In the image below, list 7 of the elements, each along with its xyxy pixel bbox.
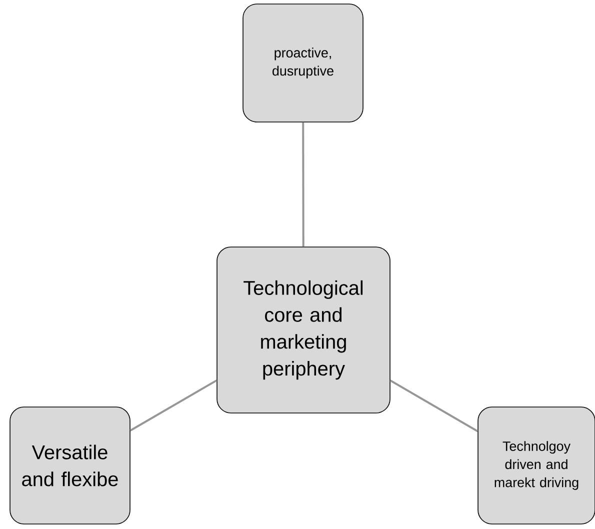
- rounded-box: Technolgoy driven and marekt driving: [478, 406, 595, 524]
- connector-line: [130, 380, 218, 432]
- rounded-box: Technological core and marketing periphery: [216, 246, 390, 414]
- connector-line: [302, 122, 304, 247]
- connector-line: [390, 380, 478, 432]
- rounded-box: Versatile and flexibe: [10, 406, 130, 524]
- rounded-box: proactive, dusruptive: [242, 4, 364, 122]
